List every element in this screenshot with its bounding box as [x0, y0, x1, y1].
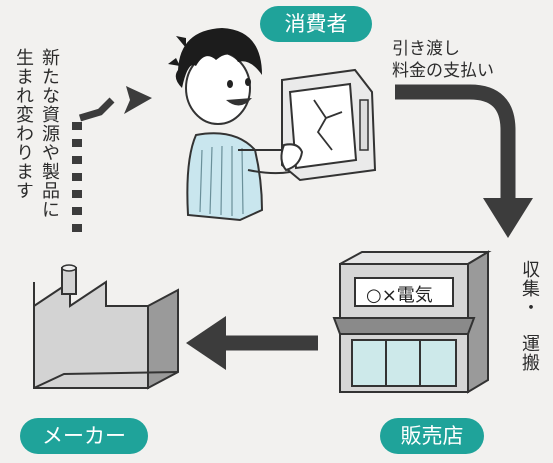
- factory-icon: [33, 264, 179, 390]
- arrow-consumer-to-store: [395, 84, 533, 238]
- reborn-caption-line2: 生まれ変わります: [13, 48, 34, 200]
- arrow-store-to-maker: [186, 316, 318, 370]
- handover-caption-line2: 料金の支払い: [392, 61, 494, 81]
- store-icon: [332, 250, 492, 394]
- arrow-maker-to-consumer: [72, 86, 152, 232]
- collect-caption-line1: 収集・: [519, 260, 540, 317]
- store-sign-text: ○×電気: [366, 285, 433, 306]
- consumer-label: 消費者: [260, 6, 372, 42]
- broken-tv-icon: [280, 68, 377, 182]
- collect-caption-line2: 運搬: [519, 334, 540, 372]
- reborn-caption-line1: 新たな資源や製品に: [39, 48, 60, 219]
- store-label: 販売店: [380, 418, 484, 454]
- maker-label: メーカー: [20, 418, 148, 454]
- person-icon: [168, 28, 292, 222]
- handover-caption-line1: 引き渡し: [392, 39, 460, 59]
